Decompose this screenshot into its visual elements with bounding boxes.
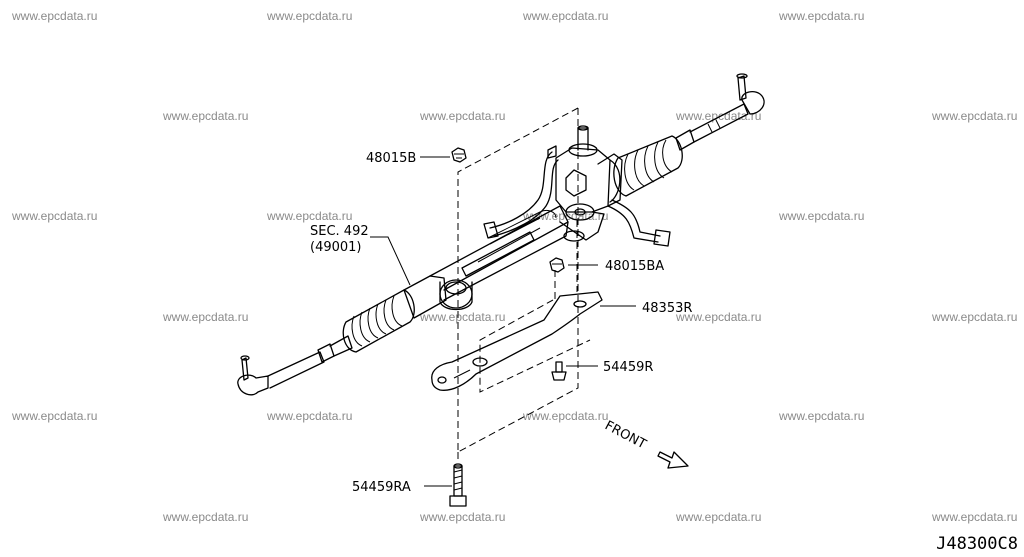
nut-48015ba-part [549,257,565,273]
watermark-text: www.epcdata.ru [266,209,352,223]
watermark-text: www.epcdata.ru [931,310,1017,324]
watermark-layer: www.epcdata.ru www.epcdata.ru www.epcdata.… [11,9,1017,524]
watermark-text: www.epcdata.ru [419,109,505,123]
right-boot [613,135,683,197]
watermark-text: www.epcdata.ru [675,510,761,524]
part-labels: 48015B SEC. 492 (49001) 48015BA 48353R 5… [310,151,692,495]
label-54459ra: 54459RA [352,480,411,495]
watermark-text: www.epcdata.ru [931,109,1017,123]
front-arrow-icon [657,451,689,469]
watermark-text: www.epcdata.ru [266,409,352,423]
label-sec-49001: (49001) [310,240,362,255]
left-tie-rod-end [237,335,353,396]
label-sec-492: SEC. 492 [310,224,369,239]
watermark-text: www.epcdata.ru [522,409,608,423]
nut-48015b-part [451,147,467,163]
hydraulic-lines [483,151,671,247]
bracket-48353r-part [431,291,603,391]
leader-lines [370,156,636,487]
steering-rack-assembly [237,73,765,396]
watermark-text: www.epcdata.ru [266,9,352,23]
watermark-text: www.epcdata.ru [778,409,864,423]
label-48015ba: 48015BA [605,259,664,274]
watermark-text: www.epcdata.ru [419,510,505,524]
diagram-code: J48300C8 [936,534,1018,554]
bolt-54459r-part [551,361,567,381]
watermark-text: www.epcdata.ru [11,9,97,23]
watermark-text: www.epcdata.ru [778,9,864,23]
watermark-text: www.epcdata.ru [522,9,608,23]
watermark-text: www.epcdata.ru [11,209,97,223]
watermark-text: www.epcdata.ru [675,109,761,123]
label-54459r: 54459R [603,360,653,375]
watermark-text: www.epcdata.ru [162,510,248,524]
label-48353r: 48353R [642,301,692,316]
right-tie-rod-end [675,73,765,151]
watermark-text: www.epcdata.ru [931,510,1017,524]
bolt-54459ra-part [449,463,467,507]
front-direction-indicator: FRONT [602,418,689,469]
valve-body [547,125,623,242]
left-boot [342,289,415,353]
watermark-text: www.epcdata.ru [778,209,864,223]
watermark-text: www.epcdata.ru [419,310,505,324]
front-label: FRONT [602,418,648,452]
assembly-guide-lines [457,107,591,462]
watermark-text: www.epcdata.ru [675,310,761,324]
watermark-text: www.epcdata.ru [162,109,248,123]
watermark-text: www.epcdata.ru [162,310,248,324]
label-48015b: 48015B [366,151,416,166]
watermark-text: www.epcdata.ru [11,409,97,423]
